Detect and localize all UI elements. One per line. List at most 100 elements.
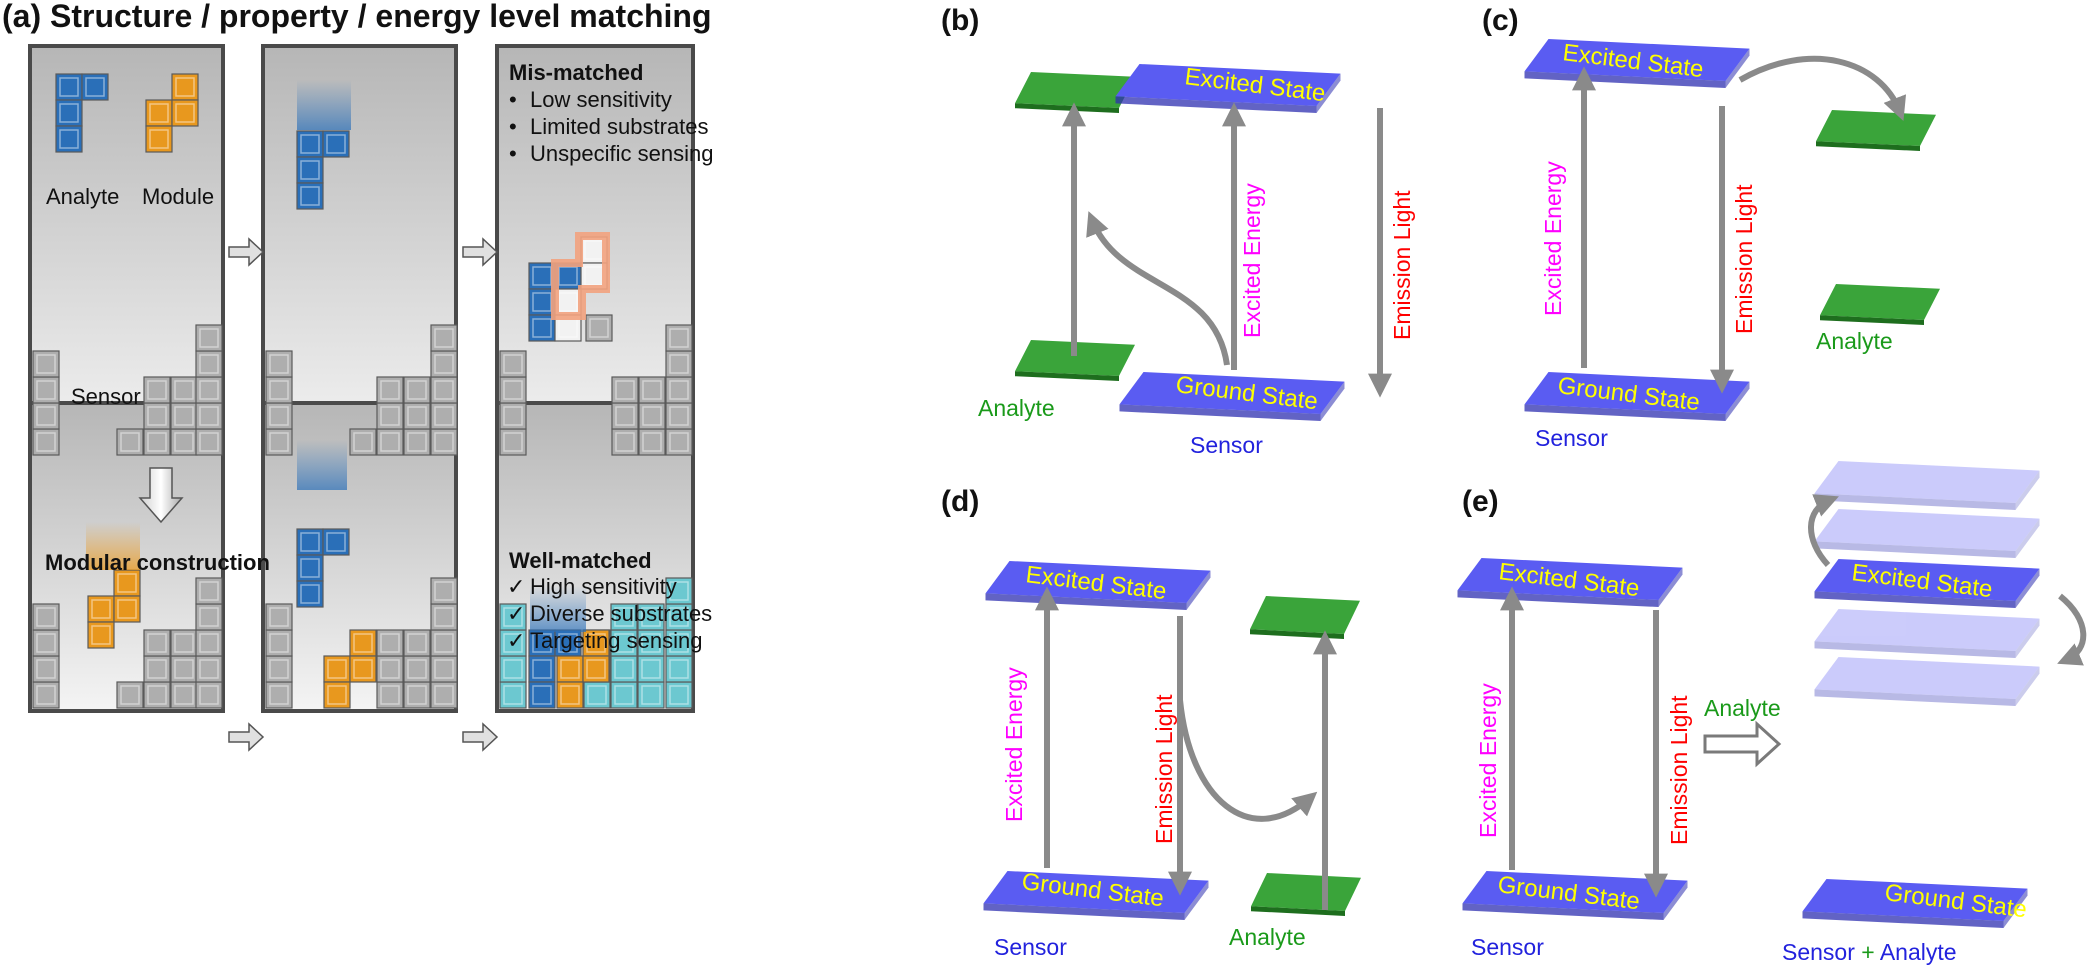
well-check-1: ✓ [507, 574, 525, 599]
ghost-orange [86, 522, 140, 570]
gray-block [265, 681, 293, 709]
b-sensor-label: Sensor [1190, 432, 1263, 458]
gray-block [376, 655, 404, 683]
d-sensor-label: Sensor [994, 934, 1067, 960]
gray-block [665, 376, 693, 404]
gray-block [195, 428, 223, 456]
blue-block [296, 156, 324, 184]
gray-block [403, 376, 431, 404]
gray-block [430, 655, 458, 683]
gray-block [143, 376, 171, 404]
arrow-down-icon [138, 467, 184, 524]
energy-diagrams [983, 39, 2087, 928]
cyan-block [499, 603, 527, 631]
gray-block [170, 629, 198, 657]
gray-block [403, 629, 431, 657]
gray-block [265, 603, 293, 631]
cyan-block [665, 629, 693, 657]
gray-block [376, 428, 404, 456]
cyan-block [499, 681, 527, 709]
orange-block [556, 681, 584, 709]
gray-block [195, 681, 223, 709]
gray-block [376, 681, 404, 709]
c-transfer-arrow [1738, 55, 1907, 121]
label-module: Module [142, 184, 214, 209]
c-excited-energy: Excited Energy [1540, 161, 1566, 316]
panel-d-letter: (d) [941, 485, 979, 518]
ghost-blue-final [530, 586, 586, 632]
d-analyte-bottom-slab [1251, 873, 1361, 916]
well-check-3: ✓ [507, 628, 525, 653]
orange-block [113, 595, 141, 623]
arrow-right-icon [462, 722, 499, 752]
orange-block [582, 655, 610, 683]
arrow-right-icon [228, 722, 265, 752]
cyan-block [610, 655, 638, 683]
well-title: Well-matched [509, 548, 652, 573]
gray-block [403, 681, 431, 709]
gray-block [265, 350, 293, 378]
tetris-tiles [32, 73, 693, 709]
species-labels: Analyte Sensor Analyte Sensor Sensor Ana… [978, 328, 1957, 965]
panel-e-letter: (e) [1462, 485, 1499, 518]
e-stack-slab-3 [1814, 609, 2040, 658]
cyan-block [583, 681, 611, 709]
panel-c-letter: (c) [1482, 4, 1519, 37]
gray-block [376, 376, 404, 404]
mis-title: Mis-matched [509, 60, 643, 85]
gray-block [32, 376, 60, 404]
e-loop-arrow-right [2057, 593, 2087, 666]
gray-block [195, 324, 223, 352]
d-analyte-top-slab [1250, 596, 1360, 639]
blue-block [296, 580, 324, 608]
mis-item-3: Unspecific sensing [530, 141, 713, 166]
e-ground-slab [1462, 871, 1688, 920]
label-sensor: Sensor [71, 384, 141, 409]
d-transfer-arrow [1177, 699, 1318, 822]
e-emission-light: Emission Light [1666, 695, 1692, 845]
gray-block [265, 402, 293, 430]
gray-block [611, 402, 639, 430]
label-analyte: Analyte [46, 184, 119, 209]
gray-block [430, 603, 458, 631]
well-check-2: ✓ [507, 601, 525, 626]
c-emission-light: Emission Light [1731, 184, 1757, 334]
orange-block [582, 629, 610, 657]
label-modular: Modular construction [45, 550, 270, 575]
gray-block [32, 402, 60, 430]
gray-block [403, 655, 431, 683]
b-ground-slab [1119, 372, 1345, 421]
mis-bullet-2: • [509, 114, 517, 139]
gray-block [170, 376, 198, 404]
gray-block [195, 376, 223, 404]
e-stack-slab-2 [1814, 509, 2040, 558]
e-stack-slab-main [1814, 559, 2040, 608]
well-item-1: High sensitivity [530, 574, 677, 599]
gray-block [638, 428, 666, 456]
cyan-block [499, 655, 527, 683]
d-analyte-label: Analyte [1229, 924, 1306, 950]
cyan-block [665, 577, 693, 605]
gray-block [195, 603, 223, 631]
gray-block [170, 402, 198, 430]
e-big-arrow-icon [1703, 720, 1782, 768]
e-right-ground-slab [1802, 879, 2028, 928]
gray-block [499, 402, 527, 430]
mismatch-outline [551, 232, 610, 320]
c-analyte-bottom-slab [1820, 284, 1940, 325]
gray-block [349, 428, 377, 456]
blue-block [528, 655, 556, 683]
gray-block [32, 681, 60, 709]
cyan-block [665, 681, 693, 709]
e-sensor-plus-analyte-label: Sensor + Analyte [1782, 939, 1957, 965]
b-excited-energy: Excited Energy [1239, 183, 1265, 338]
gray-block [143, 681, 171, 709]
gray-block [195, 629, 223, 657]
gray-block [611, 428, 639, 456]
e-stack-slab-4 [1814, 657, 2040, 706]
well-list: ✓ High sensitivity ✓ Diverse substrates … [507, 574, 712, 653]
c-sensor-label: Sensor [1535, 425, 1608, 451]
gray-block [32, 655, 60, 683]
orange-block [323, 681, 351, 709]
d-ground-slab [983, 871, 1209, 920]
